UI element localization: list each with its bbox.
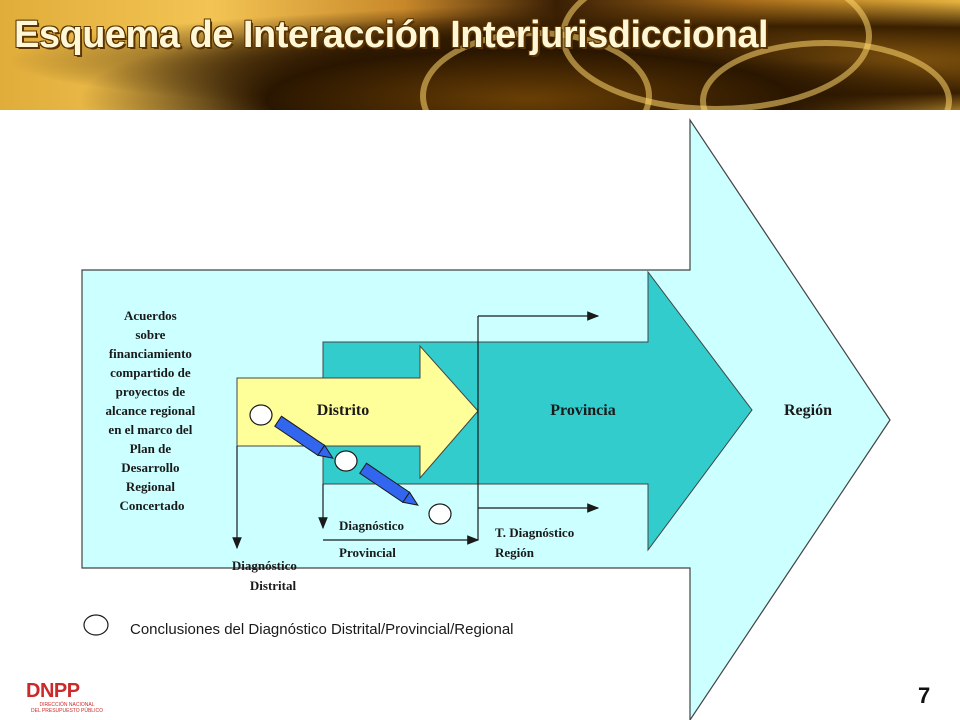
legend-text: Conclusiones del Diagnóstico Distrital/P… — [130, 621, 514, 638]
district-label: Distrito — [317, 402, 369, 419]
agreement-line: compartido de — [110, 365, 191, 380]
agreement-line: sobre — [135, 327, 165, 342]
diag-provincial-label: Diagnóstico Provincial — [339, 518, 407, 560]
agreement-line: proyectos de — [116, 384, 186, 399]
flow-lines — [232, 311, 600, 550]
diag-district-line: Distrital — [250, 578, 297, 593]
logo-subtext-line: DIRECCIÓN NACIONAL — [39, 702, 95, 708]
logo-subtext: DIRECCIÓN NACIONAL DEL PRESUPUESTO PÚBLI… — [22, 702, 112, 714]
province-label: Provincia — [550, 402, 615, 419]
pencil-icon — [274, 415, 334, 459]
agreement-line: Plan de — [130, 441, 172, 456]
district-arrow — [236, 344, 479, 480]
diag-region-line: T. Diagnóstico — [495, 525, 574, 540]
agreement-line: en el marco del — [108, 422, 192, 437]
logo-text: DNPP — [26, 680, 80, 702]
dnpp-logo: DNPP DIRECCIÓN NACIONAL DEL PRESUPUESTO … — [22, 680, 112, 716]
header-banner: Esquema de Interacción Interjurisdiccion… — [0, 0, 960, 110]
agreement-line: Concertado — [120, 498, 185, 513]
page-number: 7 — [918, 683, 931, 708]
slide-title: Esquema de Interacción Interjurisdiccion… — [14, 14, 769, 56]
agreement-line: alcance regional — [106, 403, 196, 418]
conclusion-circle-icon — [249, 404, 273, 426]
diag-region-label: T. Diagnóstico Región — [495, 525, 577, 560]
pencil-icon — [359, 462, 419, 506]
agreement-text: Acuerdos sobre financiamiento compartido… — [106, 308, 199, 513]
agreement-line: Acuerdos — [124, 308, 177, 323]
agreement-line: Regional — [126, 479, 176, 494]
agreement-line: financiamiento — [109, 346, 192, 361]
diag-region-line: Región — [495, 545, 535, 560]
legend-circle-icon — [83, 614, 109, 636]
diag-provincial-line: Provincial — [339, 545, 396, 560]
region-label: Región — [784, 402, 832, 419]
diag-district-label: Diagnóstico Distrital — [232, 558, 300, 593]
diag-provincial-line: Diagnóstico — [339, 518, 404, 533]
logo-subtext-line: DEL PRESUPUESTO PÚBLICO — [31, 708, 103, 714]
conclusion-circle-icon — [428, 503, 452, 525]
conclusion-circle-icon — [334, 450, 358, 472]
agreement-line: Desarrollo — [121, 460, 179, 475]
diag-district-line: Diagnóstico — [232, 558, 297, 573]
